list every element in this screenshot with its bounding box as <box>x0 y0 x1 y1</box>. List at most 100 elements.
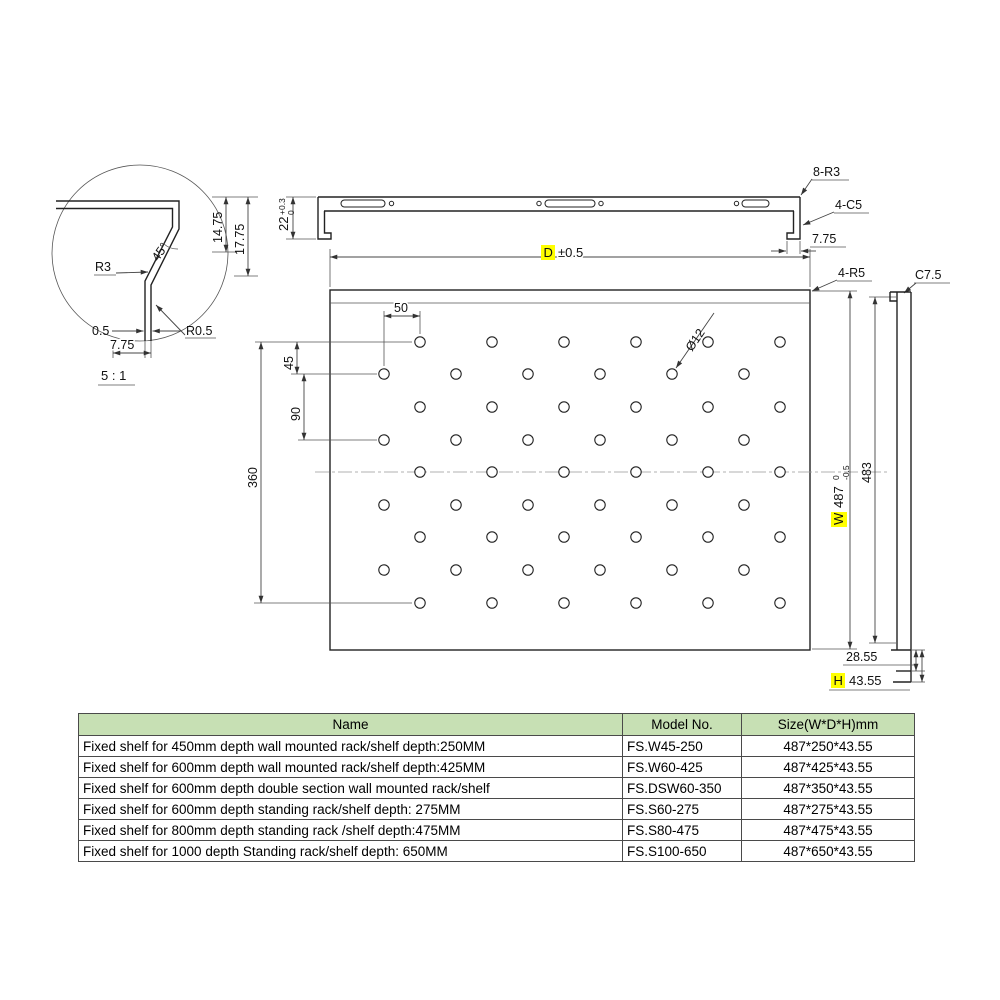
pattern-span-label: 360 <box>246 467 260 488</box>
col-header-name: Name <box>78 713 623 736</box>
shelf-hole <box>450 434 462 446</box>
shelf-hole <box>414 597 426 609</box>
front-left-end <box>317 197 332 240</box>
width-dim-group: W 487 0 -0.5 <box>831 465 851 527</box>
shelf-hole <box>630 466 642 478</box>
front-right-end <box>786 197 801 240</box>
detail-angle-label: 45° <box>149 240 171 264</box>
mounting-slot <box>340 199 386 208</box>
side-profile-top-hook <box>889 292 897 302</box>
shelf-hole <box>594 564 606 576</box>
detail-angle-group: 45° <box>149 240 171 264</box>
width-letter: W <box>831 512 846 525</box>
detail-profile-outer <box>56 200 180 341</box>
shelf-hole <box>522 564 534 576</box>
shelf-hole <box>450 564 462 576</box>
col-header-size: Size(W*D*H)mm <box>741 713 915 736</box>
shelf-hole <box>378 499 390 511</box>
front-chamfer-note: 4-C5 <box>835 198 862 212</box>
shelf-hole <box>702 531 714 543</box>
shelf-hole <box>738 434 750 446</box>
slot-hole <box>388 200 395 207</box>
shelf-hole <box>522 499 534 511</box>
cell-product-name: Fixed shelf for 600mm depth wall mounted… <box>78 756 623 778</box>
spec-table-header-row: Name Model No. Size(W*D*H)mm <box>78 713 915 736</box>
shelf-hole <box>450 499 462 511</box>
shelf-hole <box>414 531 426 543</box>
shelf-hole <box>522 368 534 380</box>
shelf-hole <box>774 401 786 413</box>
width-value: 487 <box>831 486 846 508</box>
front-view: 22 +0.3 0 8-R3 4-C5 7.75 <box>276 165 869 254</box>
spec-table: Name Model No. Size(W*D*H)mm Fixed shelf… <box>78 713 915 862</box>
note-leader <box>800 178 813 196</box>
cell-product-name: Fixed shelf for 600mm depth double secti… <box>78 777 623 799</box>
side-profile-view: 28.55 H 43.55 <box>829 291 925 691</box>
shelf-hole <box>630 597 642 609</box>
shelf-hole <box>414 336 426 348</box>
spec-table-row: Fixed shelf for 600mm depth double secti… <box>78 777 915 799</box>
detail-height2-group: 17.75 <box>233 224 247 255</box>
shelf-hole <box>378 434 390 446</box>
angle-arc <box>163 243 179 250</box>
pattern-span-group: 360 <box>246 467 260 488</box>
detail-flange-label: 7.75 <box>110 338 134 352</box>
shelf-hole <box>774 597 786 609</box>
detail-profile-inner <box>56 207 174 341</box>
col-header-model: Model No. <box>622 713 742 736</box>
shelf-outline <box>329 289 811 651</box>
slot-hole <box>536 200 542 207</box>
cell-product-name: Fixed shelf for 600mm depth standing rac… <box>78 798 623 820</box>
shelf-hole <box>450 368 462 380</box>
shelf-hole <box>774 466 786 478</box>
depth-letter-highlight <box>541 245 555 260</box>
shelf-hole <box>738 499 750 511</box>
front-height-group: 22 +0.3 0 <box>276 198 296 231</box>
shelf-hole <box>486 597 498 609</box>
detail-height1-label: 14.75 <box>211 212 225 243</box>
front-height-value: 22 <box>276 217 291 231</box>
technical-drawing: R3 45° 0.5 7.75 R0.5 5 : 1 14.75 17.75 <box>51 164 950 691</box>
shelf-hole <box>738 368 750 380</box>
spec-table-body: Fixed shelf for 450mm depth wall mounted… <box>78 735 915 862</box>
shelf-hole <box>666 499 678 511</box>
hole-offset-label: 50 <box>394 301 408 315</box>
mounting-slot <box>544 199 596 208</box>
mounting-slot <box>741 199 770 208</box>
depth-tolerance: ±0.5 <box>558 245 583 260</box>
tip-radius-leader <box>155 304 186 336</box>
shelf-hole <box>378 564 390 576</box>
shelf-hole <box>774 336 786 348</box>
width-tol-upper: 0 <box>831 475 841 480</box>
detail-height2-label: 17.75 <box>233 224 247 255</box>
cell-model-no: FS.DSW60-350 <box>622 777 742 799</box>
height-letter-highlight <box>831 673 845 688</box>
shelf-hole <box>702 466 714 478</box>
cell-size: 487*250*43.55 <box>741 735 915 757</box>
height-letter: H <box>834 673 843 688</box>
cell-size: 487*350*43.55 <box>741 777 915 799</box>
cell-model-no: FS.W60-425 <box>622 756 742 778</box>
double-pitch-group: 90 <box>289 407 303 421</box>
shelf-hole <box>558 597 570 609</box>
depth-letter: D <box>544 245 553 260</box>
shelf-hole <box>594 434 606 446</box>
note-leader <box>811 279 838 292</box>
cell-size: 487*425*43.55 <box>741 756 915 778</box>
shelf-hole <box>486 531 498 543</box>
shelf-hole <box>702 401 714 413</box>
shelf-hole <box>774 531 786 543</box>
spec-table-row: Fixed shelf for 1000 depth Standing rack… <box>78 840 915 862</box>
side-span-label: 483 <box>860 462 874 483</box>
shelf-hole <box>378 368 390 380</box>
shelf-hole <box>666 368 678 380</box>
detail-radius-leader <box>115 269 149 275</box>
spec-table-row: Fixed shelf for 600mm depth standing rac… <box>78 798 915 820</box>
shelf-hole <box>486 401 498 413</box>
cell-size: 487*650*43.55 <box>741 840 915 862</box>
spec-table-row: Fixed shelf for 450mm depth wall mounted… <box>78 735 915 757</box>
front-height-tol-upper: +0.3 <box>277 198 287 215</box>
front-flange-label: 7.75 <box>812 232 836 246</box>
cell-model-no: FS.S80-475 <box>622 819 742 841</box>
